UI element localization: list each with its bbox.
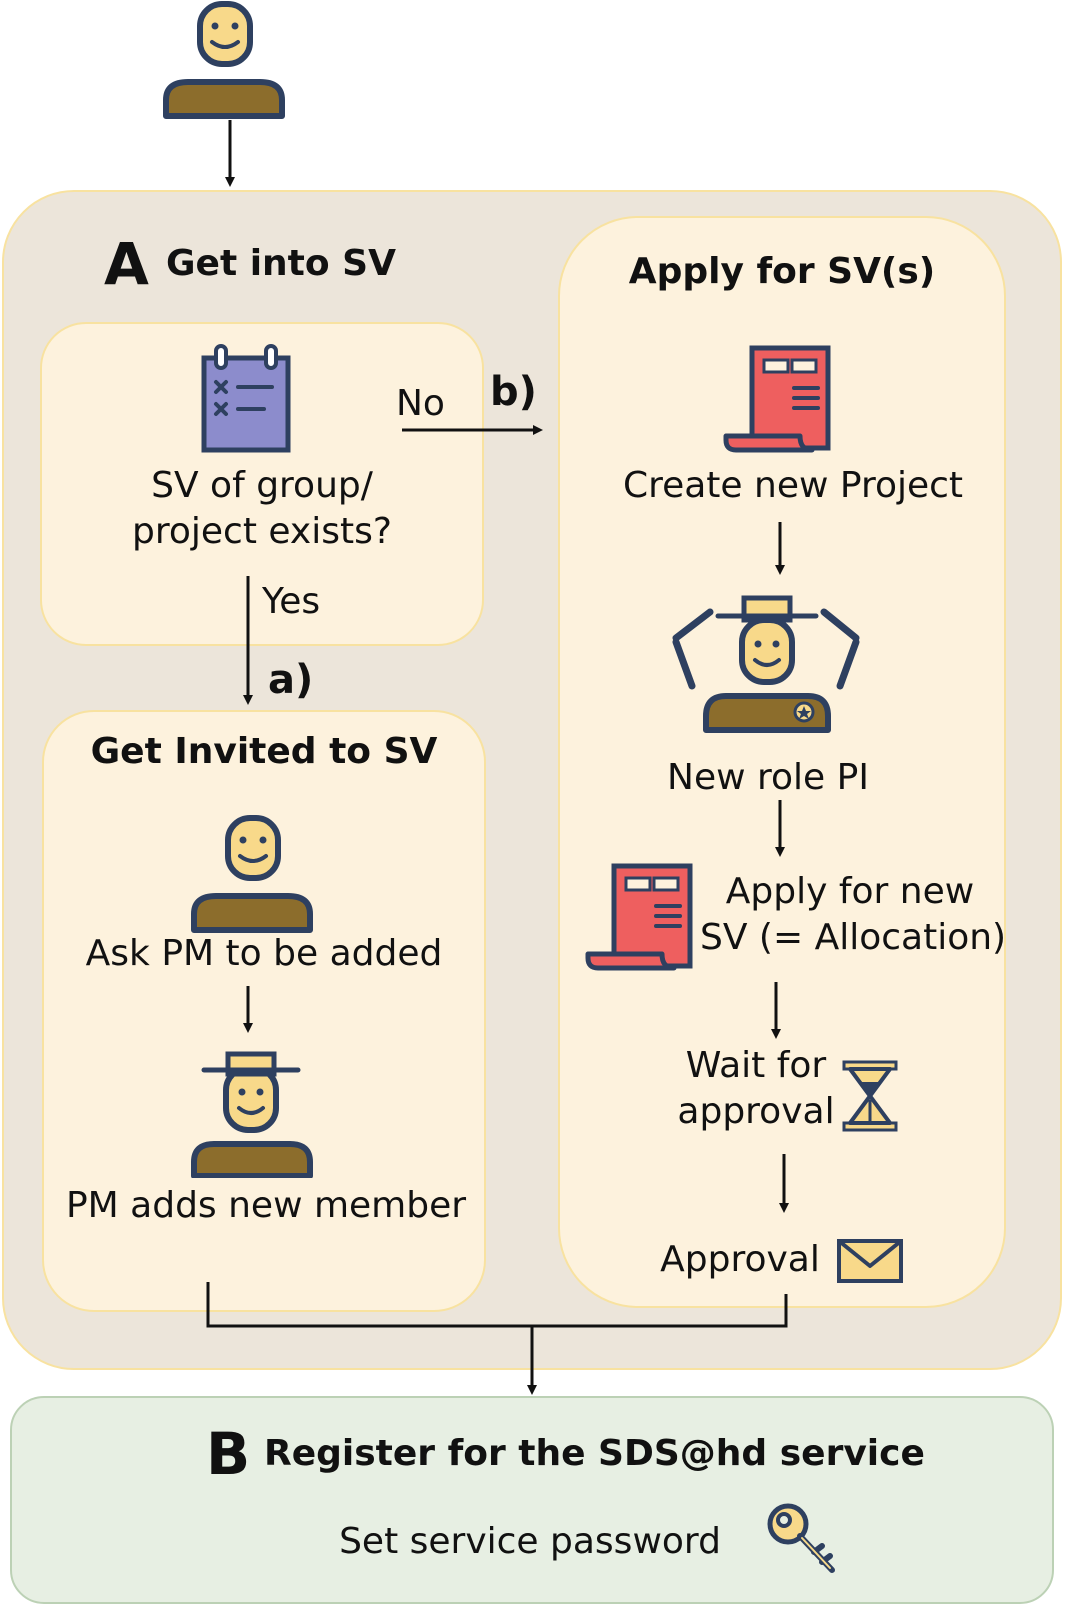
apply-title: Apply for SV(s) — [628, 251, 936, 292]
user-icon — [191, 815, 313, 933]
document-icon — [723, 345, 831, 453]
invited-title: Get Invited to SV — [90, 731, 438, 772]
clipboard-checklist-icon — [201, 344, 291, 453]
branch-b-tag: b) — [490, 369, 537, 415]
user-icon — [163, 1, 285, 119]
apply-step3-line2: SV (= Allocation) — [700, 917, 1007, 958]
project-manager-icon — [191, 1051, 313, 1178]
section-b-step: Set service password — [339, 1521, 721, 1562]
apply-step1: Create new Project — [622, 465, 964, 506]
branch-yes-label: Yes — [262, 581, 321, 622]
branch-a-tag: a) — [268, 657, 314, 703]
question-text-line1: SV of group/ — [151, 465, 373, 506]
apply-step4-line2: approval — [677, 1091, 835, 1132]
apply-step5: Approval — [660, 1239, 820, 1280]
apply-step2: New role PI — [667, 757, 869, 798]
section-b-title: Register for the SDS@hd service — [264, 1433, 925, 1474]
section-a-title: Get into SV — [166, 243, 396, 284]
apply-step4-line1: Wait for — [685, 1045, 827, 1086]
section-b-panel — [10, 1396, 1054, 1604]
apply-step3-line1: Apply for new — [725, 871, 975, 912]
question-text-line2: project exists? — [132, 511, 392, 552]
branch-no-label: No — [396, 383, 445, 424]
invited-step1: Ask PM to be added — [85, 933, 443, 974]
section-b-letter: B — [206, 1420, 251, 1488]
document-icon — [585, 863, 693, 971]
hourglass-icon — [842, 1060, 898, 1132]
envelope-icon — [837, 1239, 903, 1283]
key-icon — [767, 1503, 835, 1573]
invited-panel — [42, 710, 486, 1312]
section-a-letter: A — [104, 230, 149, 298]
invited-step2: PM adds new member — [65, 1185, 467, 1226]
principal-investigator-icon — [672, 595, 860, 733]
